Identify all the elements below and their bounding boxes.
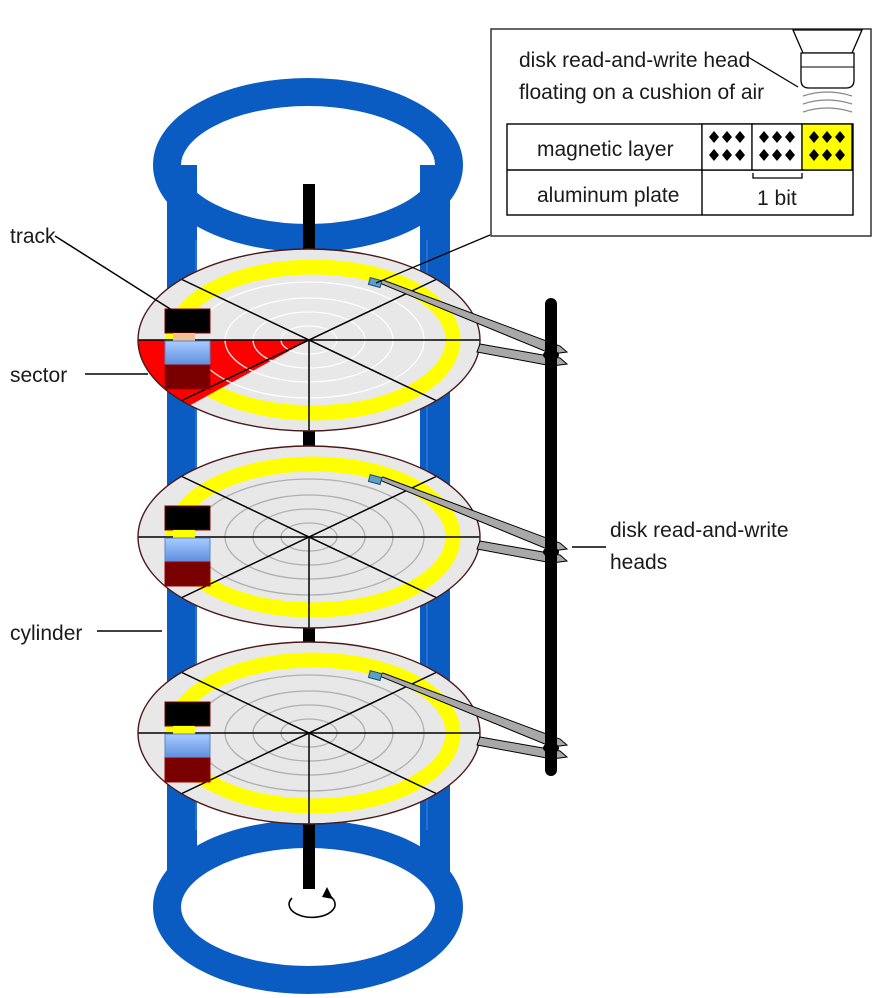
- magnetic-particle-icon: [809, 131, 819, 143]
- platter-edge: [137, 641, 481, 825]
- read-write-head: [367, 276, 383, 289]
- platter-edge: [137, 248, 481, 432]
- inset-magnetic-layer: magnetic layer: [537, 138, 674, 161]
- data-block-gap: [173, 530, 195, 538]
- magnetic-particle-icon: [835, 149, 845, 161]
- actuator-post: [545, 298, 557, 776]
- magnetic-particle-icon: [785, 149, 795, 161]
- label-sector: sector: [10, 364, 67, 387]
- label-heads-line1: disk read-and-write: [610, 519, 789, 542]
- data-block-dark: [164, 701, 211, 727]
- platter-edge: [137, 445, 481, 629]
- data-block-dark: [164, 308, 211, 334]
- sector-line: [178, 474, 440, 600]
- magnetic-particle-icon: [785, 131, 795, 143]
- bit-bracket: [752, 173, 803, 179]
- magnetic-particle-icon: [759, 131, 769, 143]
- data-block-red: [164, 364, 211, 390]
- magnetic-particle-icon: [735, 131, 745, 143]
- magnetic-particle-icon: [735, 149, 745, 161]
- data-block-red: [164, 561, 211, 587]
- platter: [137, 641, 569, 825]
- data-block-gap: [173, 726, 195, 734]
- data-block-blue: [164, 537, 211, 563]
- inset-head-line2: floating on a cushion of air: [519, 81, 764, 104]
- label-track: track: [10, 225, 56, 248]
- data-block-red: [164, 757, 211, 783]
- data-block-blue: [164, 340, 211, 366]
- bit-cell-bg: [701, 123, 753, 171]
- sector-line: [178, 277, 440, 403]
- bit-cell: [801, 123, 853, 171]
- magnetic-particle-icon: [809, 149, 819, 161]
- rotation-arrow-icon: [288, 887, 336, 919]
- platter: [137, 445, 569, 629]
- magnetic-particle-icon: [835, 131, 845, 143]
- air-cushion-icon: [802, 91, 853, 113]
- inset-panel: disk read-and-write head floating on a c…: [490, 28, 872, 237]
- magnetic-particle-icon: [772, 131, 782, 143]
- magnetic-particle-icon: [822, 131, 832, 143]
- data-block-gap: [173, 333, 195, 341]
- data-block-dark: [164, 505, 211, 531]
- bit-cell: [751, 123, 803, 171]
- magnetic-particle-icon: [759, 149, 769, 161]
- magnetic-particle-icon: [722, 149, 732, 161]
- leader-inset-head: [375, 234, 491, 284]
- bit-cell-bg: [801, 123, 853, 171]
- bit-cell-bg: [751, 123, 803, 171]
- inset-head-line1: disk read-and-write head: [519, 49, 750, 72]
- read-write-head: [367, 473, 383, 486]
- data-block-blue: [164, 733, 211, 759]
- magnetic-particle-icon: [722, 131, 732, 143]
- read-write-head: [367, 669, 383, 682]
- read-write-head-icon: [792, 29, 863, 89]
- inset-aluminum-plate: aluminum plate: [537, 184, 679, 207]
- magnetic-particle-icon: [822, 149, 832, 161]
- magnetic-particle-icon: [709, 131, 719, 143]
- label-heads-line2: heads: [610, 551, 667, 574]
- label-cylinder: cylinder: [10, 622, 82, 645]
- platter: [137, 248, 569, 432]
- leader-track: [54, 235, 176, 313]
- bit-cell: [701, 123, 753, 171]
- sector-line: [178, 670, 440, 796]
- magnetic-particle-icon: [772, 149, 782, 161]
- inset-bit-label: 1 bit: [757, 187, 797, 210]
- magnetic-particle-icon: [709, 149, 719, 161]
